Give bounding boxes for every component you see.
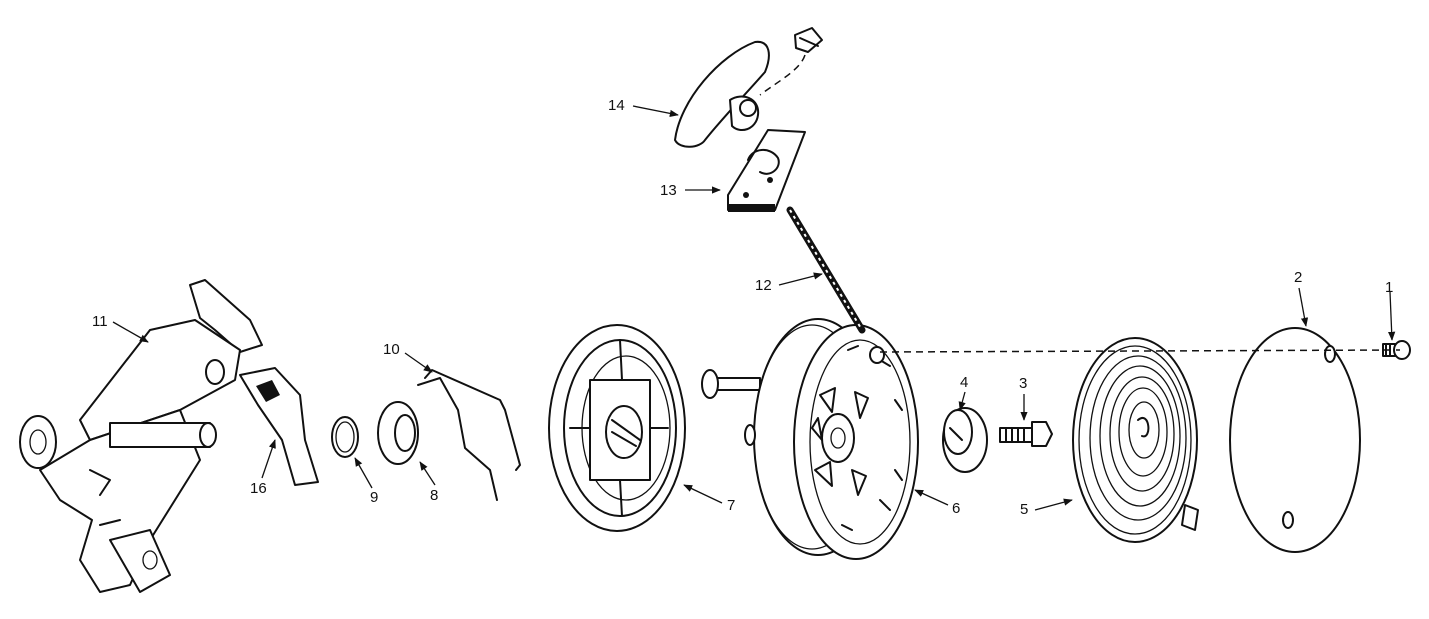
shaft <box>701 369 761 399</box>
callout-16: 16 <box>250 480 267 497</box>
pawl-plate-part-16 <box>239 367 319 486</box>
callout-1: 1 <box>1385 279 1393 296</box>
callout-6: 6 <box>952 500 960 517</box>
callout-5: 5 <box>1020 501 1028 518</box>
handle-screw <box>794 27 823 53</box>
callout-3: 3 <box>1019 375 1027 392</box>
callout-8: 8 <box>430 487 438 504</box>
sprocket-gear-part-7 <box>548 324 686 532</box>
callout-13: 13 <box>660 182 677 199</box>
callout-2: 2 <box>1294 269 1302 286</box>
cover-plate-part-2 <box>1229 327 1361 553</box>
handle-plate-part-13 <box>727 129 806 212</box>
callout-14: 14 <box>608 97 625 114</box>
wire-spring-part-10 <box>417 369 521 501</box>
callout-10: 10 <box>383 341 400 358</box>
callout-11: 11 <box>92 313 108 330</box>
callout-4: 4 <box>960 374 968 391</box>
washer-part-8 <box>377 401 419 465</box>
callout-labels: 1 2 3 4 5 6 7 8 9 10 11 12 13 14 16 <box>92 97 1393 518</box>
t-handle-part-14 <box>674 40 770 148</box>
cup-bushing-part-4 <box>942 407 988 473</box>
recoil-spring-part-5 <box>1072 337 1199 543</box>
handle-screw-dashed-guide <box>759 54 806 96</box>
bracket-part-11 <box>19 279 263 593</box>
assembly-dashed-line <box>879 349 1401 353</box>
leader-lines <box>112 105 1396 511</box>
callout-9: 9 <box>370 489 378 506</box>
callout-7: 7 <box>727 497 735 514</box>
pulley-drum-part-6 <box>744 318 919 560</box>
callout-12: 12 <box>755 277 772 294</box>
retaining-ring-part-9 <box>331 416 359 458</box>
starter-rope-part-12 <box>786 206 866 334</box>
bolt-part-3 <box>999 421 1053 447</box>
